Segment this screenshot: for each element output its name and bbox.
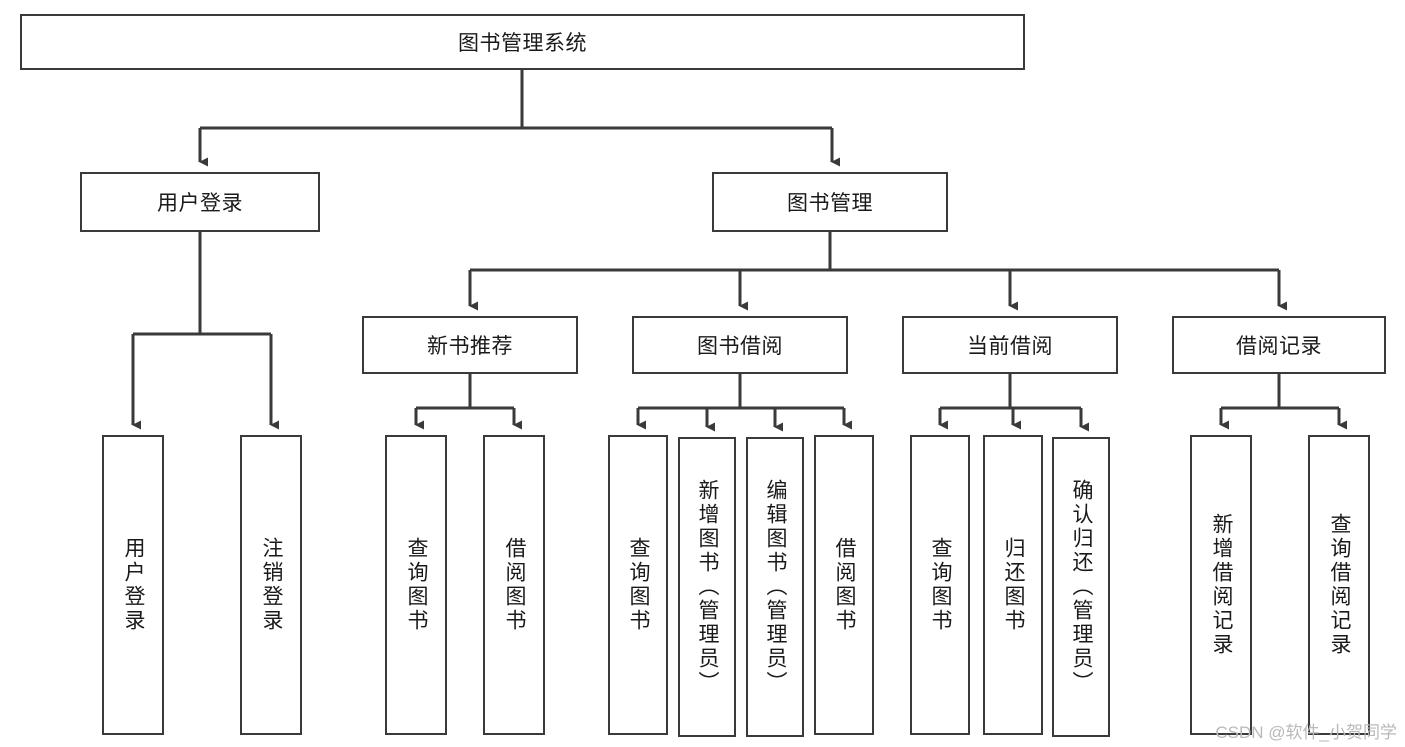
- leaf-add-borrow-record[interactable]: 新增借阅记录: [1190, 435, 1252, 735]
- leaf-edit-book-admin[interactable]: 编辑图书（管理员）: [746, 437, 804, 737]
- node-book-management-label: 图书管理: [787, 192, 873, 215]
- leaf-logout-login[interactable]: 注销登录: [240, 435, 302, 735]
- leaf-borrow-book-recommend[interactable]: 借阅图书: [483, 435, 545, 735]
- leaf-return-book-label: 归还图书: [1002, 537, 1026, 633]
- leaf-add-borrow-record-label: 新增借阅记录: [1210, 513, 1234, 657]
- node-book-borrow-label: 图书借阅: [697, 335, 783, 358]
- leaf-query-borrow-record-label: 查询借阅记录: [1328, 513, 1352, 657]
- leaf-user-login-label: 用户登录: [122, 537, 146, 633]
- leaf-edit-book-admin-label: 编辑图书（管理员）: [764, 479, 788, 695]
- node-new-book-recommend[interactable]: 新书推荐: [362, 316, 578, 374]
- leaf-query-book-recommend-label: 查询图书: [405, 537, 429, 633]
- leaf-query-book-borrow[interactable]: 查询图书: [608, 435, 668, 735]
- node-book-borrow[interactable]: 图书借阅: [632, 316, 848, 374]
- node-root-label: 图书管理系统: [458, 32, 587, 55]
- node-borrow-record[interactable]: 借阅记录: [1172, 316, 1386, 374]
- node-user-login-label: 用户登录: [157, 192, 243, 215]
- leaf-query-book-current-label: 查询图书: [929, 537, 953, 633]
- leaf-borrow-book-borrow-label: 借阅图书: [833, 537, 857, 633]
- leaf-query-book-borrow-label: 查询图书: [627, 537, 651, 633]
- node-current-borrow-label: 当前借阅: [967, 335, 1053, 358]
- leaf-borrow-book-borrow[interactable]: 借阅图书: [814, 435, 874, 735]
- node-borrow-record-label: 借阅记录: [1236, 335, 1322, 358]
- leaf-return-book[interactable]: 归还图书: [983, 435, 1043, 735]
- node-new-book-recommend-label: 新书推荐: [427, 335, 513, 358]
- node-root[interactable]: 图书管理系统: [20, 14, 1025, 70]
- node-user-login[interactable]: 用户登录: [80, 172, 320, 232]
- leaf-add-book-admin[interactable]: 新增图书（管理员）: [678, 437, 736, 737]
- node-book-management[interactable]: 图书管理: [712, 172, 948, 232]
- leaf-query-book-current[interactable]: 查询图书: [910, 435, 970, 735]
- leaf-user-login[interactable]: 用户登录: [102, 435, 164, 735]
- leaf-query-borrow-record[interactable]: 查询借阅记录: [1308, 435, 1370, 735]
- leaf-confirm-return-admin-label: 确认归还（管理员）: [1070, 479, 1094, 695]
- node-current-borrow[interactable]: 当前借阅: [902, 316, 1118, 374]
- leaf-logout-login-label: 注销登录: [260, 537, 284, 633]
- leaf-add-book-admin-label: 新增图书（管理员）: [696, 479, 720, 695]
- leaf-borrow-book-recommend-label: 借阅图书: [503, 537, 527, 633]
- leaf-query-book-recommend[interactable]: 查询图书: [385, 435, 447, 735]
- leaf-confirm-return-admin[interactable]: 确认归还（管理员）: [1052, 437, 1110, 737]
